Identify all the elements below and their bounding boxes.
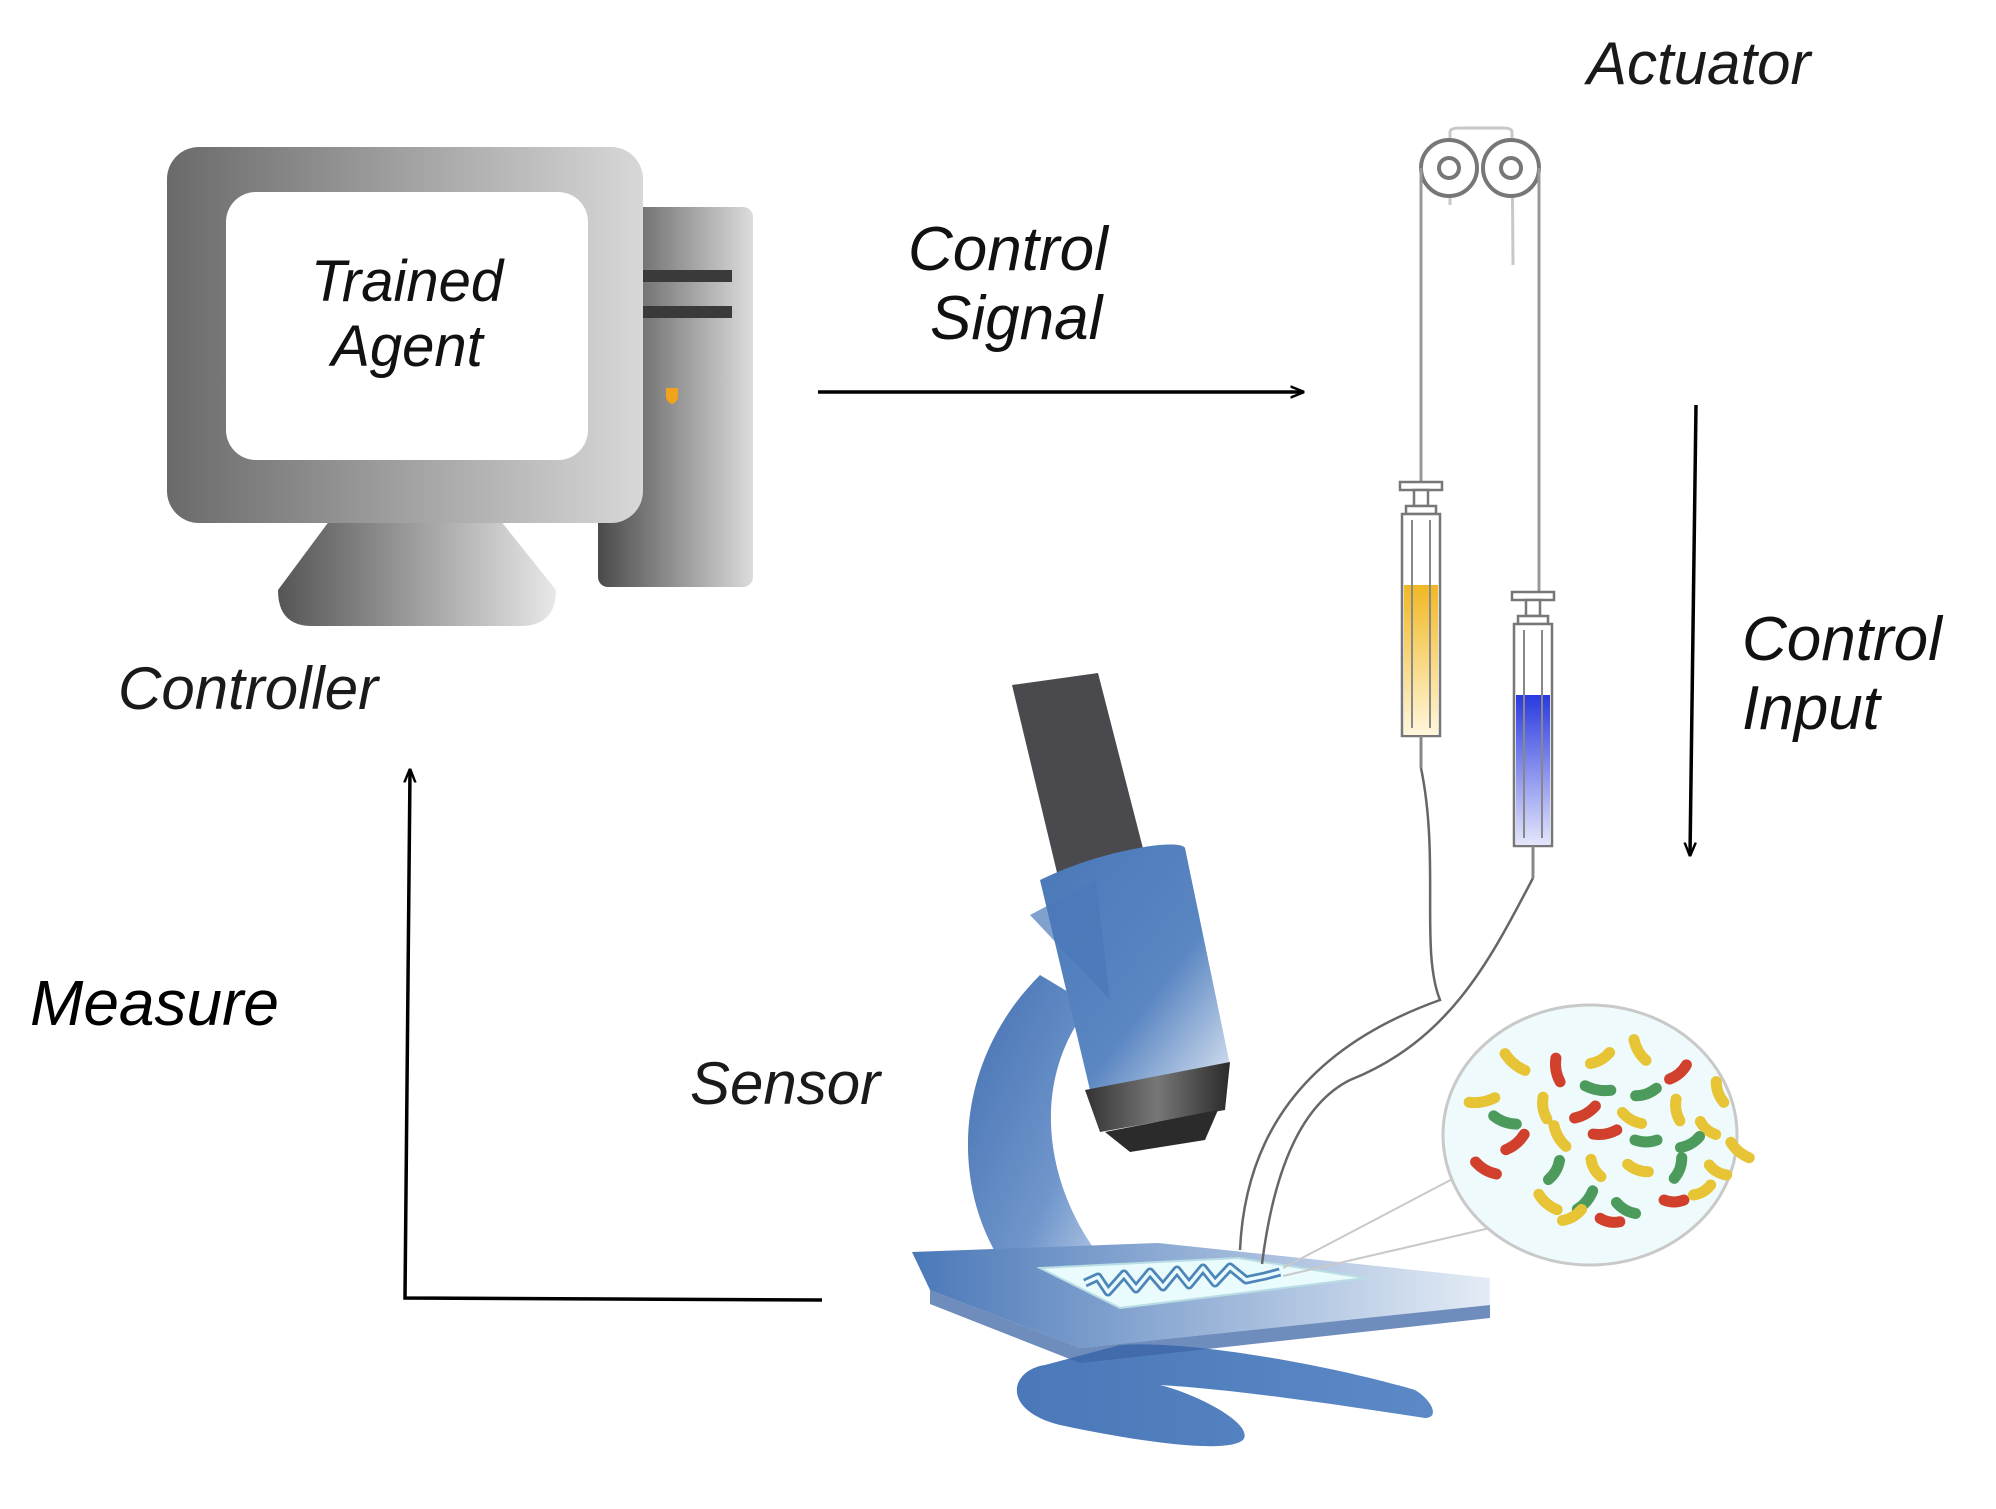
measure-label: Measure [30, 967, 279, 1039]
controller-label: Controller [118, 655, 379, 722]
screen-label-line2: Agent [331, 313, 483, 379]
computer-icon [167, 147, 753, 626]
zoom-lines [1282, 1174, 1491, 1277]
bacterium [1549, 1052, 1566, 1088]
yellow-liquid [1404, 585, 1438, 735]
bacterium [1543, 1154, 1565, 1186]
bacterium [1579, 1080, 1617, 1097]
stage-edge [930, 1290, 1490, 1363]
microscope-icon [912, 673, 1490, 1447]
control-input-line2: Input [1742, 674, 1880, 744]
syringe-yellow [1398, 480, 1444, 768]
bacterium [1725, 1136, 1755, 1164]
screen-label: Trained Agent [227, 249, 587, 380]
actuator-label: Actuator [1587, 30, 1811, 97]
monitor-stand [278, 520, 556, 626]
bacterium [1569, 1100, 1601, 1124]
control-input-arrow [1690, 404, 1698, 855]
bacterium [1548, 1120, 1572, 1152]
bacterium [1499, 1048, 1531, 1076]
bacterium [1664, 1059, 1692, 1085]
tubing-blue [1260, 877, 1535, 1265]
bacterium [1687, 1179, 1717, 1201]
bacterium [1628, 1034, 1652, 1066]
microscope-objective [1085, 1062, 1230, 1132]
pulley-belt [1448, 126, 1515, 266]
bacterium [1585, 1153, 1607, 1183]
screen-label-line1: Trained [310, 249, 504, 314]
bacterium [1594, 1212, 1626, 1228]
bacterium [1674, 1131, 1706, 1153]
syringe-pump-icon [1398, 126, 1556, 878]
bacterium [1463, 1092, 1501, 1109]
microscope-tube [1012, 673, 1148, 885]
bacterium [1610, 1197, 1642, 1219]
bacterium [1470, 1156, 1502, 1180]
power-light [666, 388, 678, 404]
bacterium [1703, 1159, 1733, 1181]
microscope-base [1016, 1344, 1433, 1447]
control-signal-line1: Control [908, 215, 1108, 284]
control-input-line1: Control [1742, 605, 1942, 674]
syringe-blue [1510, 590, 1556, 878]
sensor-label: Sensor [690, 1050, 881, 1117]
bacterium [1710, 1076, 1730, 1108]
tubing-yellow [1238, 767, 1442, 1251]
bacterium [1629, 1134, 1663, 1148]
control-signal-line2: Signal [930, 284, 1103, 354]
bacterium [1670, 1093, 1686, 1127]
measure-arrow [405, 770, 823, 1302]
bacterium [1533, 1188, 1563, 1216]
bacterium [1537, 1091, 1553, 1125]
bacterium [1500, 1128, 1530, 1156]
drive-slot [640, 270, 732, 282]
bacterium [1587, 1124, 1623, 1141]
drive-slot [640, 306, 732, 318]
bacteria-icon [1282, 1003, 1755, 1277]
control-signal-label: Control Signal [908, 215, 1108, 354]
bacterium [1630, 1082, 1662, 1102]
bacterium [1616, 1107, 1648, 1129]
bacterium [1658, 1194, 1690, 1208]
microscope-lens [1105, 1110, 1218, 1152]
bacteria-cluster [1463, 1034, 1755, 1228]
bacterium [1622, 1158, 1654, 1178]
bacterium [1668, 1152, 1688, 1184]
microscope-head [1040, 844, 1230, 1095]
control-input-label: Control Input [1742, 605, 1942, 744]
microscope-arm [967, 975, 1131, 1335]
blue-liquid [1516, 695, 1550, 845]
bacterium [1584, 1047, 1616, 1069]
bacterium [1556, 1204, 1588, 1226]
bacterium [1488, 1110, 1522, 1130]
monitor-screen [226, 192, 588, 460]
bacterium [1694, 1116, 1722, 1140]
